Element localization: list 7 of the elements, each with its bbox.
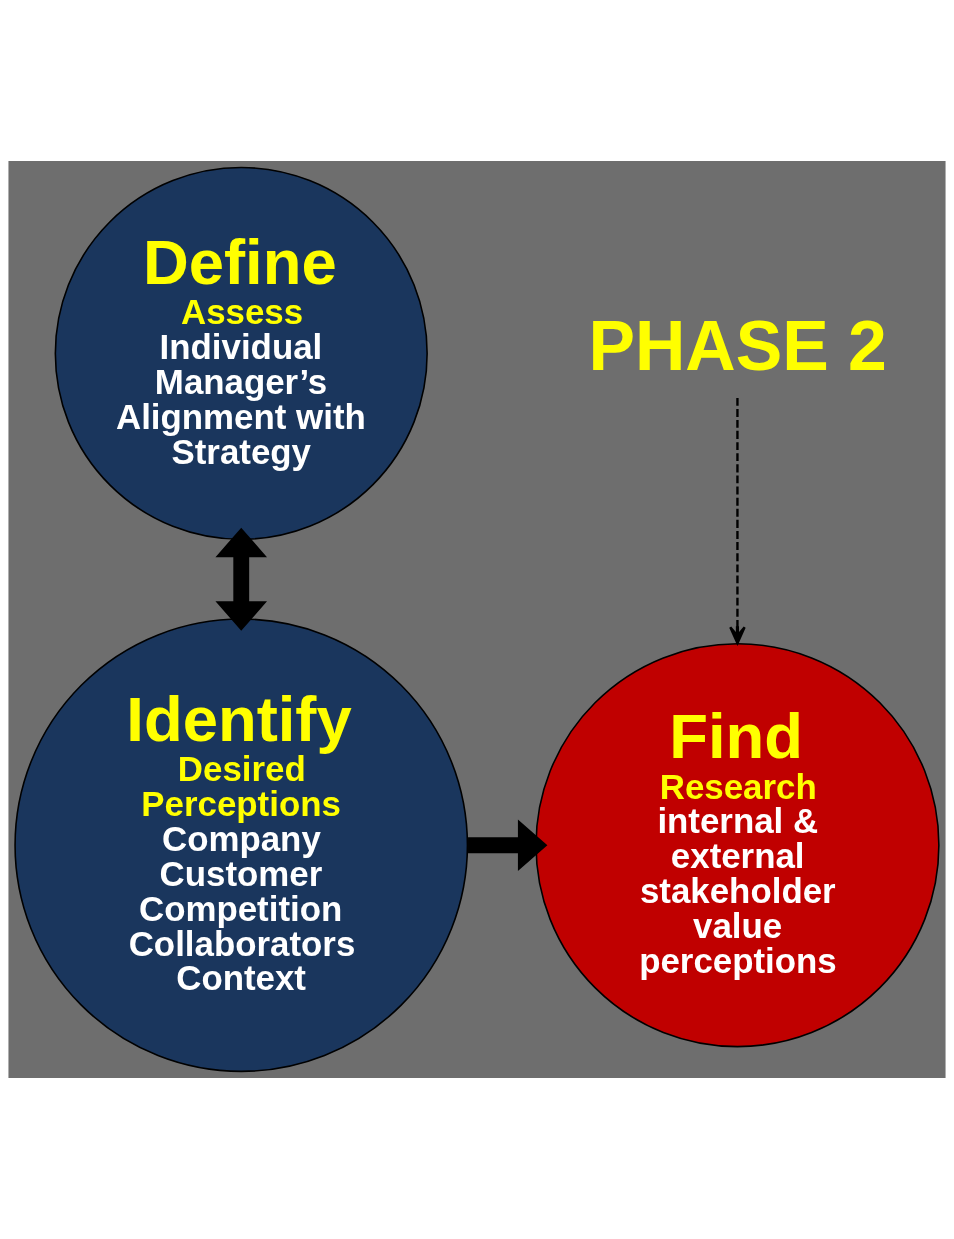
arrow [729, 397, 746, 645]
node-text: PHASE 2 [588, 306, 887, 385]
node-circle: Identify Desired Perceptions Company Customer Competition Collaborators Context [14, 618, 469, 1073]
arrow [468, 819, 548, 871]
node-circle: Define Assess Individual Manager’s Alignment with Strategy [54, 166, 428, 541]
node-circle: Find Research internal & external stakeholder value perceptions [535, 643, 940, 1048]
arrow [215, 527, 268, 631]
